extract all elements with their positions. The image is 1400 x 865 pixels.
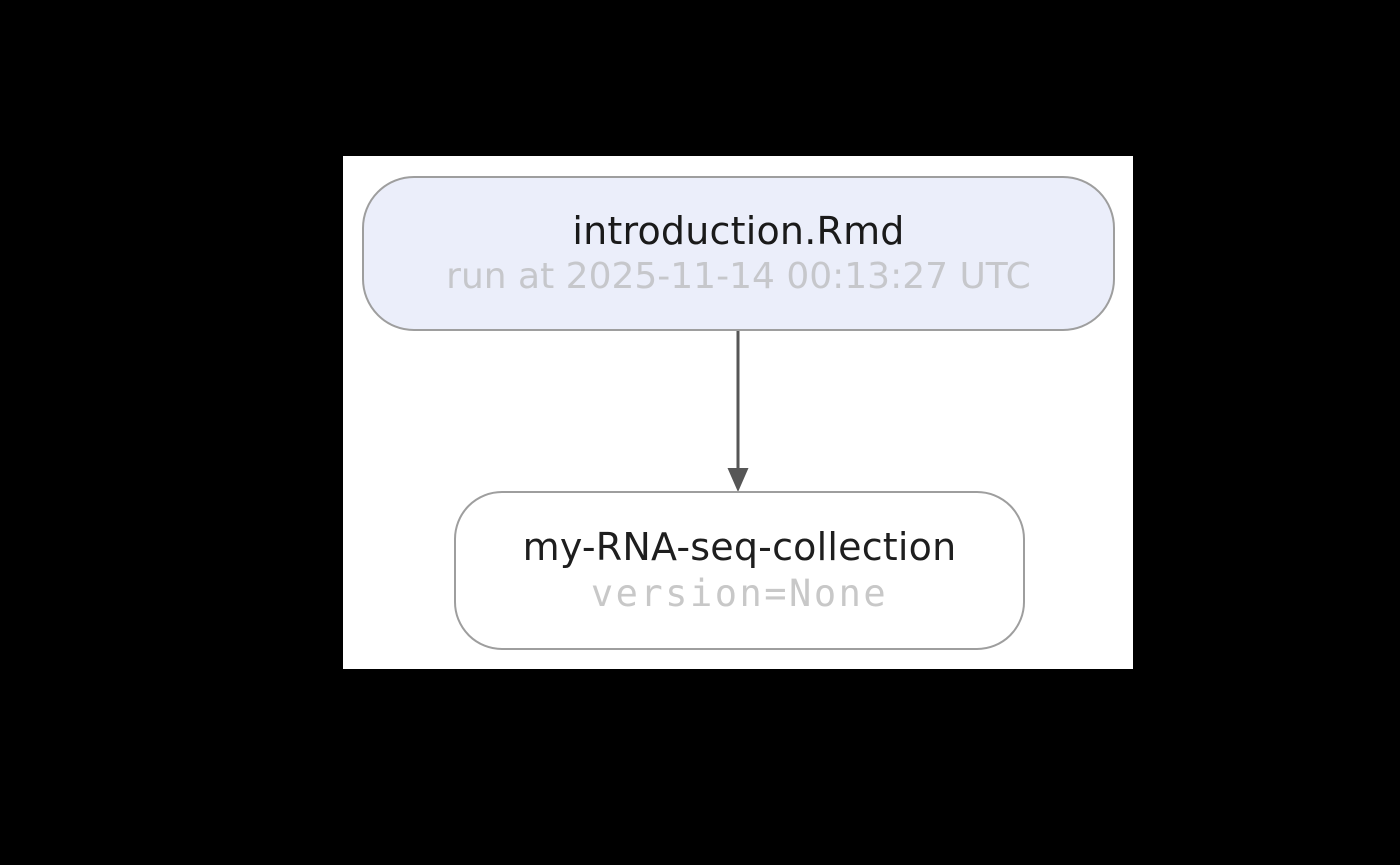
diagram-canvas: introduction.Rmd run at 2025-11-14 00:13… <box>343 156 1133 669</box>
node-transform: introduction.Rmd run at 2025-11-14 00:13… <box>362 176 1115 331</box>
node-collection: my-RNA-seq-collection version=None <box>454 491 1025 650</box>
edge-arrowhead-icon <box>727 468 749 492</box>
edge-arrow <box>727 331 749 492</box>
collection-title: my-RNA-seq-collection <box>522 525 957 570</box>
transform-subtitle: run at 2025-11-14 00:13:27 UTC <box>446 256 1031 298</box>
collection-subtitle: version=None <box>590 571 889 615</box>
transform-title: introduction.Rmd <box>572 208 905 253</box>
